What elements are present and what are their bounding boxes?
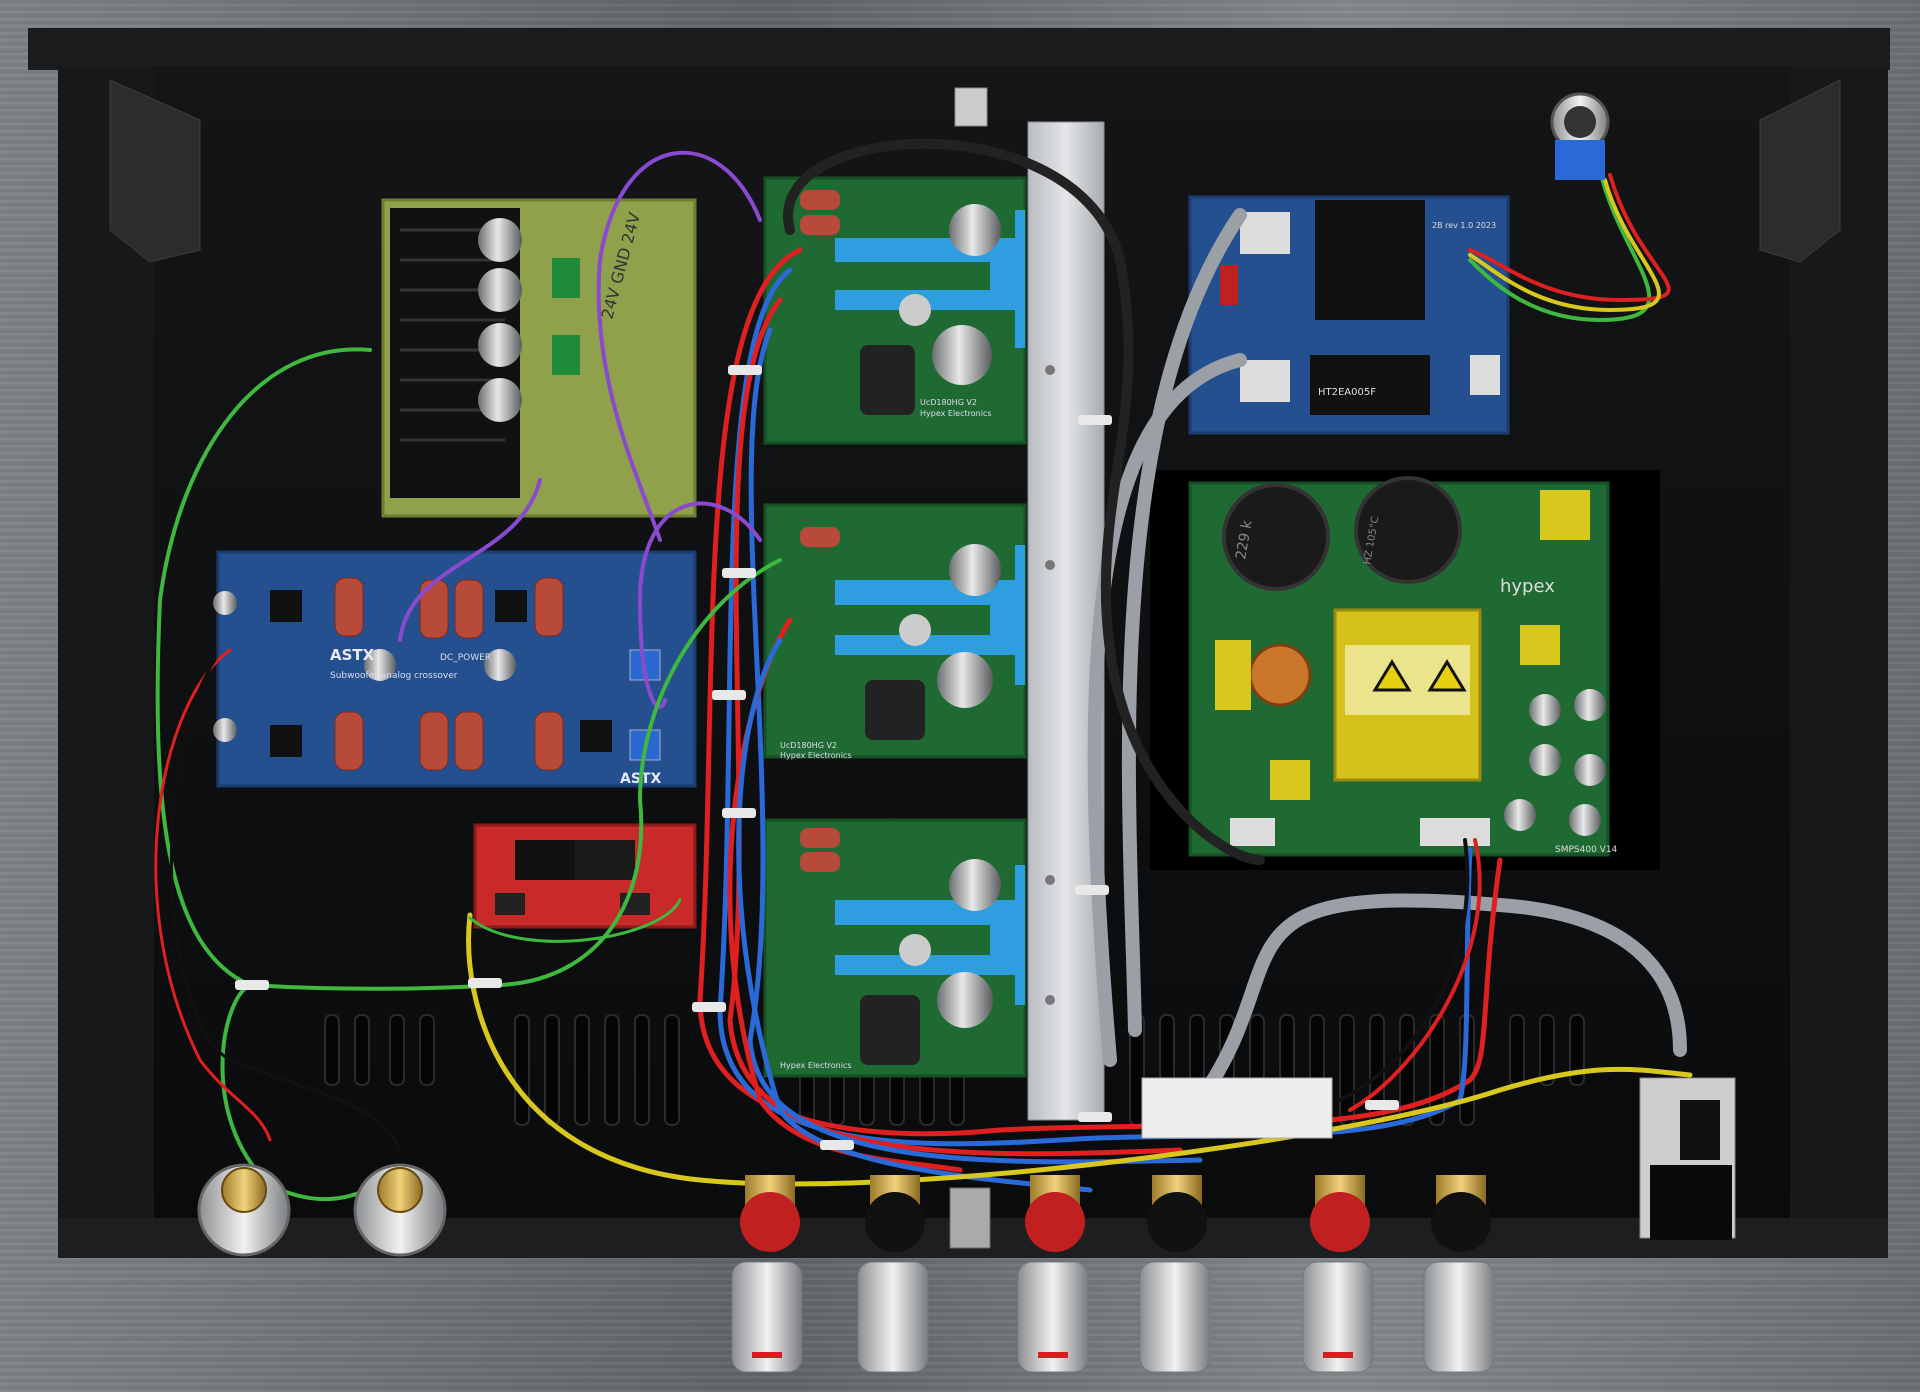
mains-terminal-block [1141, 1077, 1333, 1139]
binding-post-1 [731, 1175, 803, 1373]
iec-power-inlet [1639, 1077, 1736, 1240]
softstart-relay-board: HT2EA005F 2B rev 1.0 2023 [1188, 195, 1510, 435]
smps-cap-value: 229 k [1233, 518, 1256, 560]
smps-power-supply-board: 229 k HZ 105°C hypex SMPS400 V14 [1150, 470, 1660, 870]
smps-brand: hypex [1500, 576, 1555, 597]
amp2-silk: UcD180HG V2 [780, 741, 837, 750]
crossover-title: Subwoofer analog crossover [330, 671, 458, 681]
crossover-brand-top: ASTX [330, 646, 375, 664]
amp2-maker: Hypex Electronics [780, 751, 852, 760]
power-switch-icon [1550, 92, 1610, 180]
warning-triangle-icon-2 [1427, 659, 1467, 692]
corner-bracket-right [1759, 79, 1841, 263]
regulated-psu-board: 24V GND 24V [381, 198, 697, 518]
ground-lug [949, 1187, 991, 1249]
speaker-protection-board [473, 823, 697, 929]
relay-board-text: 2B rev 1.0 2023 [1432, 221, 1496, 230]
binding-post-4 [1139, 1175, 1211, 1373]
chassis-right-wall [1790, 66, 1888, 1256]
relay-label: HT2EA005F [1318, 387, 1376, 398]
binding-post-2 [857, 1175, 929, 1373]
rca-input-left [197, 1163, 291, 1257]
binding-post-6 [1423, 1175, 1495, 1373]
amp-module-1: UcD180HG V2 Hypex Electronics [763, 176, 1027, 445]
binding-post-3 [1017, 1175, 1089, 1373]
heatsink-screws [1045, 365, 1055, 1005]
smps-model: SMPS400 V14 [1555, 845, 1618, 855]
amp3-maker: Hypex Electronics [780, 1061, 852, 1070]
cable-ties [235, 365, 1399, 1150]
amp-module-3: Hypex Electronics [763, 818, 1027, 1078]
amp-module-2: UcD180HG V2 Hypex Electronics [763, 503, 1027, 760]
crossover-board: ASTX Subwoofer analog crossover DC_POWER… [213, 550, 697, 788]
chassis-left-wall [58, 66, 154, 1256]
binding-post-red-bands [752, 1352, 1353, 1358]
crossover-dc-label: DC_POWER [440, 653, 491, 663]
binding-post-5 [1302, 1175, 1374, 1373]
corner-bracket-left [109, 79, 201, 263]
amp1-maker: Hypex Electronics [920, 409, 992, 418]
warning-triangle-icon [1372, 659, 1412, 692]
amp1-silk: UcD180HG V2 [920, 398, 977, 407]
chassis-top-rail [28, 28, 1890, 70]
rca-input-right [353, 1163, 447, 1257]
aluminium-heatsink-bar [1027, 121, 1105, 1121]
wiring [154, 138, 1693, 1202]
mounting-tab [954, 87, 988, 127]
